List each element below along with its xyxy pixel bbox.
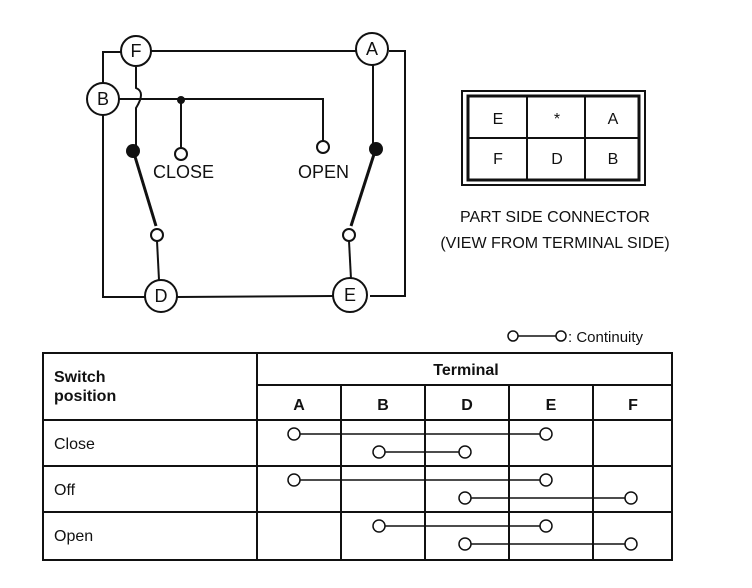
wire-f-down xyxy=(135,67,142,150)
connector-cell-1-1: E xyxy=(493,111,504,128)
continuity-node-off-f xyxy=(624,491,638,505)
continuity-node-open-f xyxy=(624,537,638,551)
connector-cell-2-2: D xyxy=(551,151,563,168)
wire-left-frame xyxy=(102,51,147,298)
connector-outer xyxy=(461,90,646,186)
header-switch-line2: position xyxy=(54,388,116,405)
left-pivot xyxy=(126,144,140,158)
right-lower-contact xyxy=(342,228,356,242)
continuity-node-close-a xyxy=(287,427,301,441)
left-switch-blade xyxy=(131,149,158,227)
terminal-f-circle xyxy=(120,35,152,67)
col-header-b: B xyxy=(377,397,389,414)
continuity-links xyxy=(287,427,638,551)
connector-caption-line1: PART SIDE CONNECTOR xyxy=(460,209,650,226)
continuity-node-off-a xyxy=(287,473,301,487)
col-header-e: E xyxy=(546,397,557,414)
wiring-diagram: F A B D E CLOSE OPEN xyxy=(86,32,406,313)
junction-dot xyxy=(177,96,185,104)
connector-cell-2-1: F xyxy=(493,151,503,168)
terminal-a-label: A xyxy=(366,39,378,59)
continuity-table: Switch position Terminal A B D E F Close… xyxy=(42,352,673,561)
continuity-node-open-b xyxy=(372,519,386,533)
terminal-e-circle xyxy=(332,277,368,313)
wire-right-lower xyxy=(348,240,352,280)
col-header-d: D xyxy=(461,397,473,414)
col-header-f: F xyxy=(628,397,638,414)
terminal-d-label: D xyxy=(155,286,168,306)
connector-cell-2-3: B xyxy=(608,151,619,168)
connector-caption-line2: (VIEW FROM TERMINAL SIDE) xyxy=(440,235,669,252)
terminal-f-label: F xyxy=(131,41,142,61)
header-switch-line1: Switch xyxy=(54,369,106,386)
wire-left-lower xyxy=(156,240,160,281)
col-header-a: A xyxy=(293,397,305,414)
connector-cell-1-3: A xyxy=(608,111,619,128)
continuity-node-close-b xyxy=(372,445,386,459)
close-contact xyxy=(174,147,188,161)
wire-b-bus xyxy=(119,98,324,141)
legend-node-left xyxy=(507,330,519,342)
open-contact xyxy=(316,140,330,154)
table-col-lines xyxy=(340,385,594,560)
right-pivot xyxy=(369,142,383,156)
terminal-b-circle xyxy=(86,82,120,116)
terminal-d-circle xyxy=(144,279,178,313)
wire-right-frame xyxy=(370,50,406,297)
open-label: OPEN xyxy=(298,162,349,182)
connector-view: E * A F D B PART SIDE CONNECTOR (VIEW FR… xyxy=(440,90,670,252)
terminal-e-label: E xyxy=(344,285,356,305)
wire-d-e xyxy=(176,295,335,298)
continuity-legend: : Continuity xyxy=(507,329,644,346)
table-border xyxy=(42,352,673,561)
row-label-open: Open xyxy=(54,528,93,545)
continuity-node-open-d xyxy=(458,537,472,551)
continuity-node-close-e xyxy=(539,427,553,441)
terminal-b-label: B xyxy=(97,89,109,109)
connector-cell-1-2: * xyxy=(554,111,560,128)
right-switch-blade xyxy=(349,147,378,227)
legend-node-right xyxy=(555,330,567,342)
left-lower-contact xyxy=(150,228,164,242)
row-label-off: Off xyxy=(54,482,76,499)
continuity-node-off-d xyxy=(458,491,472,505)
row-label-close: Close xyxy=(54,436,95,453)
header-terminal: Terminal xyxy=(433,362,499,379)
connector-grid xyxy=(468,96,639,180)
terminal-a-circle xyxy=(355,32,389,66)
legend-text: : Continuity xyxy=(568,329,644,346)
continuity-node-open-e xyxy=(539,519,553,533)
close-label: CLOSE xyxy=(153,162,214,182)
continuity-node-close-d xyxy=(458,445,472,459)
continuity-node-off-e xyxy=(539,473,553,487)
